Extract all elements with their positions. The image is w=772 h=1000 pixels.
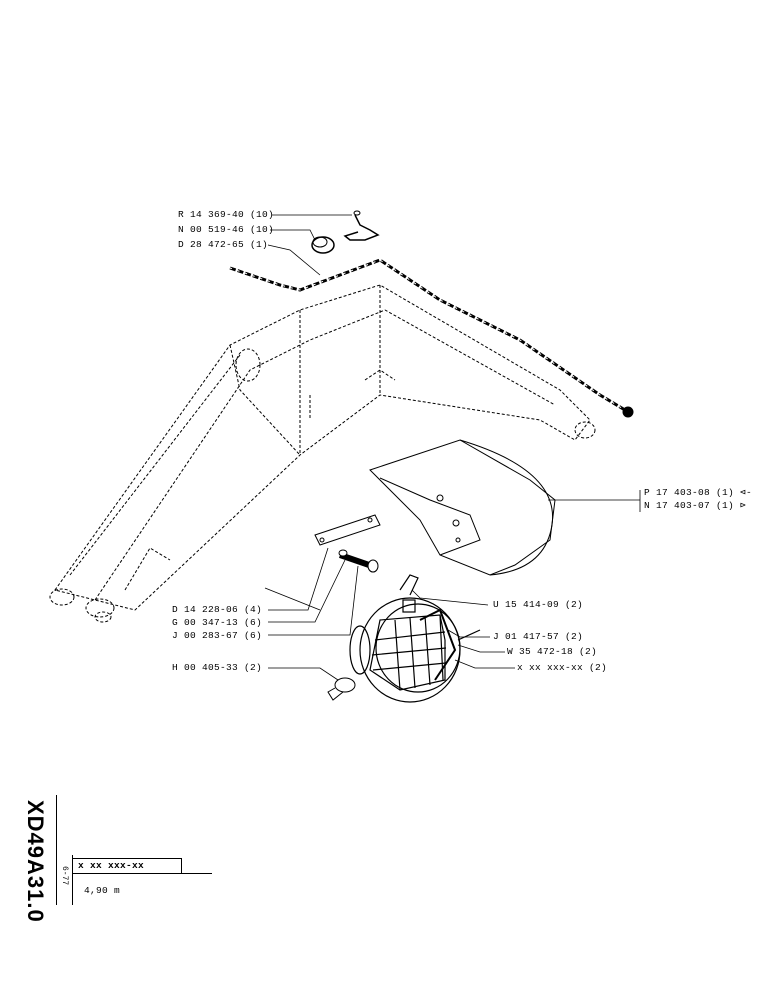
- part-number-placeholder: x xx xxx-xx: [78, 860, 145, 871]
- work-lamp: [349, 574, 481, 703]
- part-label-n17403: N 17 403-07 (1) ⊳: [644, 500, 747, 511]
- mounting-bracket: [314, 514, 381, 546]
- part-label-h00405: H 00 405-33 (2): [172, 662, 263, 673]
- part-label-xx: x xx xxx-xx (2): [517, 662, 608, 673]
- title-block-rule-top: [72, 858, 182, 859]
- boom-arm: [49, 284, 596, 623]
- cable: [229, 258, 634, 418]
- part-label-w35472: W 35 472-18 (2): [507, 646, 598, 657]
- part-label-j00283: J 00 283-67 (6): [172, 630, 263, 641]
- cable-clip: [343, 210, 380, 241]
- title-block-rule-right: [181, 858, 182, 874]
- part-label-r14369: R 14 369-40 (10): [178, 209, 275, 220]
- part-label-n00519: N 00 519-46 (10): [178, 224, 275, 235]
- title-block-rule-mid: [72, 855, 73, 905]
- title-block-rule-left: [56, 795, 57, 905]
- document-date: 6-77: [60, 866, 69, 886]
- guard-shield: [369, 439, 556, 576]
- title-block-rule-center: [72, 873, 212, 874]
- part-label-j01417: J 01 417-57 (2): [493, 631, 584, 642]
- plug-cap: [327, 677, 356, 701]
- part-label-u15414: U 15 414-09 (2): [493, 599, 584, 610]
- boom-length: 4,90 m: [84, 885, 121, 896]
- bolt: [338, 549, 379, 573]
- leader-lines: [264, 214, 641, 681]
- part-label-g00347: G 00 347-13 (6): [172, 617, 263, 628]
- document-code: XD49A31.0: [23, 800, 48, 923]
- part-label-p17403: P 17 403-08 (1) ⊲-: [644, 487, 753, 498]
- sleeve-ring: [311, 236, 335, 254]
- part-label-d28472: D 28 472-65 (1): [178, 239, 269, 250]
- part-label-d14228: D 14 228-06 (4): [172, 604, 263, 615]
